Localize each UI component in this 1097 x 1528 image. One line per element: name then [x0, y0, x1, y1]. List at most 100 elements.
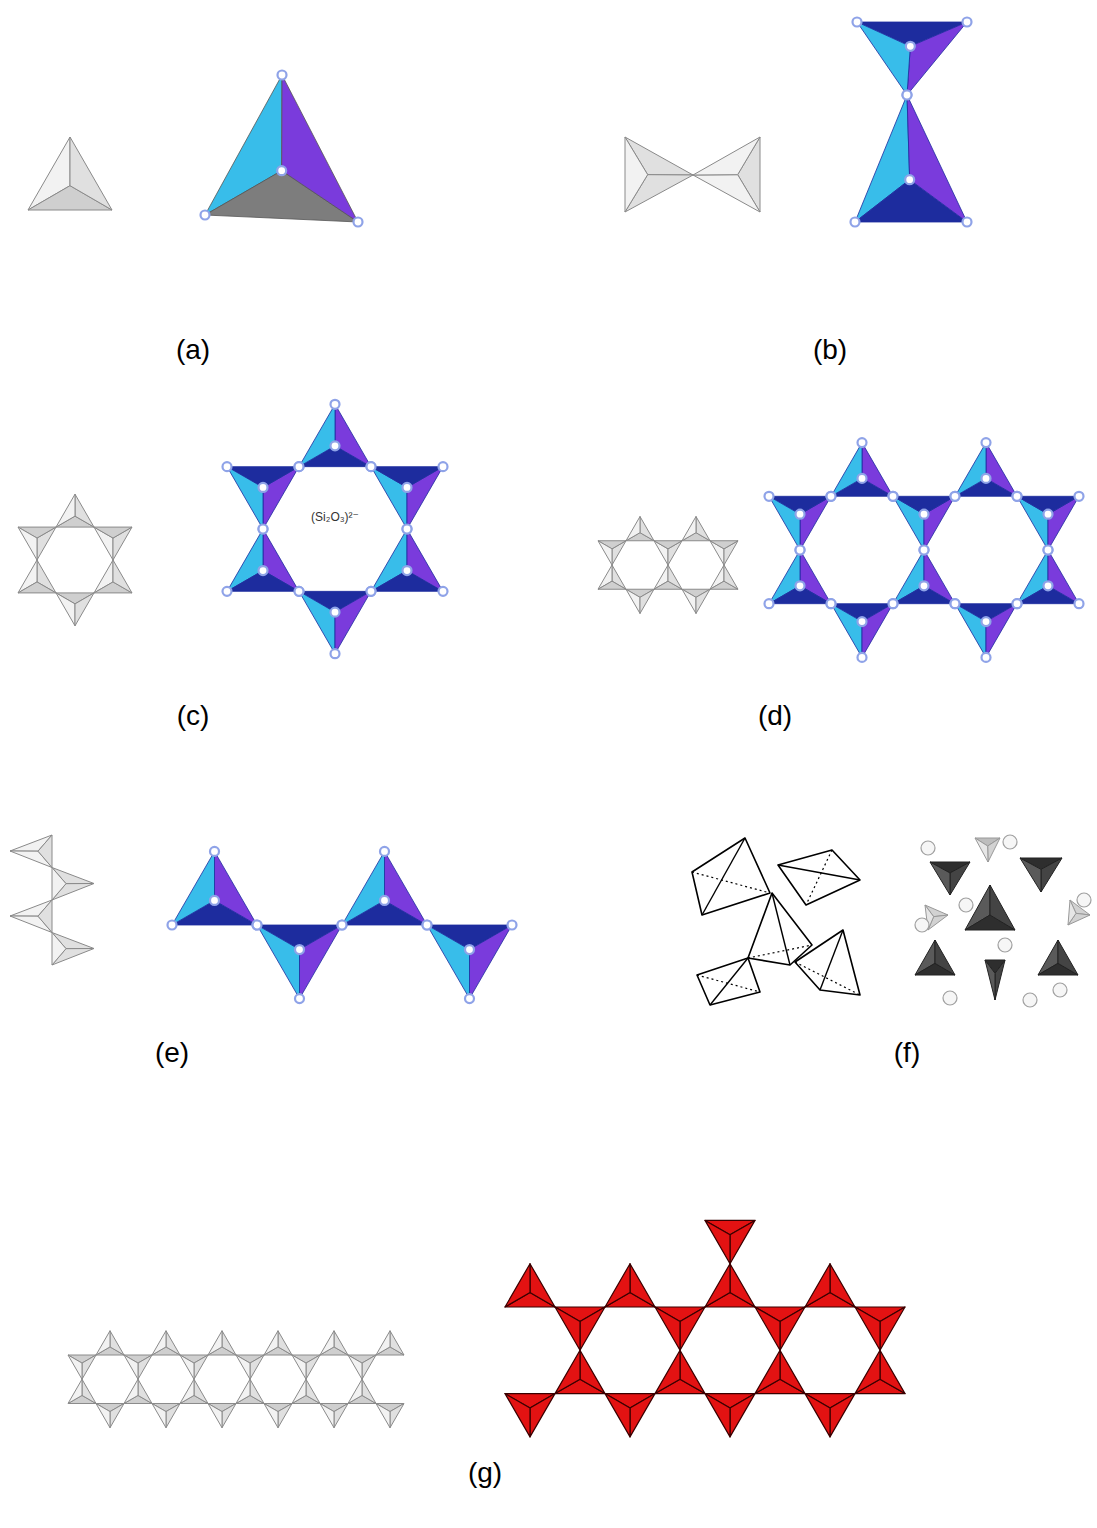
oxygen-atom: [380, 896, 389, 905]
tetrahedron-face: [236, 1355, 250, 1379]
tetrahedron-face: [705, 1394, 730, 1437]
oxygen-atom: [508, 921, 517, 930]
oxygen-atom: [423, 921, 432, 930]
tetrahedron-face: [38, 900, 52, 933]
oxygen-atom: [223, 587, 232, 596]
ring-silicate: [18, 400, 448, 658]
tetrahedron-face: [831, 604, 862, 658]
tetrahedron-face: [362, 1379, 376, 1403]
tetrahedron-face: [278, 1403, 292, 1427]
tetrahedron-face: [830, 1264, 855, 1307]
tetrahedron-face: [306, 1379, 320, 1403]
tetrahedron-face: [68, 1355, 82, 1379]
oxygen-atom: [982, 617, 991, 626]
tetrahedron-face: [990, 885, 1015, 930]
tetrahedron-face: [955, 604, 986, 658]
oxygen-atom: [982, 474, 991, 483]
oxygen-atom: [920, 510, 929, 519]
tetrahedron-face: [1058, 940, 1078, 975]
oxygen-atom: [765, 599, 774, 608]
tetrahedron-face: [985, 960, 995, 1000]
panel-label: (c): [177, 701, 210, 732]
oxygen-atom: [906, 42, 915, 51]
tetrahedron-face: [805, 1264, 830, 1307]
tetrahedron-face: [82, 1379, 96, 1403]
tetrahedron-face: [830, 1394, 855, 1437]
tetrahedron-face: [299, 591, 335, 653]
oxygen-atom: [1075, 492, 1084, 501]
tetrahedron-face: [138, 1355, 152, 1379]
tetrahedron-face: [930, 862, 950, 895]
tetrahedron-face: [857, 22, 910, 95]
oxygen-atom: [295, 587, 304, 596]
tetrahedron-face: [755, 1350, 780, 1393]
tetrahedron-face: [630, 1264, 655, 1307]
tetrahedron-face: [705, 1264, 730, 1307]
tetrahedron-face: [38, 835, 52, 868]
tetrahedron-face: [655, 1307, 680, 1350]
tetrahedron-face: [292, 1379, 306, 1403]
tetrahedron-face: [855, 1307, 880, 1350]
tetrahedron-face: [264, 1331, 278, 1355]
oxygen-atom: [403, 566, 412, 575]
oxygen-atom: [889, 492, 898, 501]
tetrahedron-face: [390, 1403, 404, 1427]
oxygen-ball: [1003, 835, 1017, 849]
tetrahedron-face: [300, 925, 343, 999]
tetrahedron-face: [208, 1331, 222, 1355]
formula-label: (Si₂O₃)²⁻: [311, 511, 359, 524]
tetrahedron-face: [1041, 858, 1062, 892]
tetrahedron-face: [626, 517, 640, 541]
oxygen-atom: [331, 400, 340, 409]
tetrahedron-face: [730, 1394, 755, 1437]
hidden-edge: [697, 975, 760, 992]
tetrahedron-outline: [748, 893, 812, 965]
tetrahedron-face: [222, 1403, 236, 1427]
oxygen-atom: [439, 462, 448, 471]
oxygen-atom: [354, 218, 363, 227]
tetrahedron-face: [342, 851, 385, 925]
oxygen-atom: [827, 599, 836, 608]
tetrahedron-face: [227, 467, 263, 529]
oxygen-atom: [367, 462, 376, 471]
tetrahedron-face: [335, 591, 371, 653]
oxygen-atom: [903, 91, 912, 100]
tetrahedron-face: [693, 137, 760, 175]
oxygen-atom: [796, 546, 805, 555]
oxygen-atom: [253, 921, 262, 930]
oxygen-atom: [796, 581, 805, 590]
oxygen-atom: [465, 945, 474, 954]
tetrahedron-face: [250, 1355, 264, 1379]
tetrahedron-face: [82, 1355, 96, 1379]
oxygen-atom: [331, 441, 340, 450]
tetrahedron-face: [805, 1394, 830, 1437]
tetrahedron-face: [986, 604, 1017, 658]
tetrahedron-face: [907, 22, 967, 95]
oxygen-atom: [858, 653, 867, 662]
tetrahedron-face: [18, 527, 37, 560]
oxygen-atom: [951, 492, 960, 501]
tetrahedron-outline: [778, 850, 860, 905]
oxygen-atom: [827, 492, 836, 501]
tetrahedron-face: [278, 1331, 292, 1355]
tetrahedron-face: [166, 1403, 180, 1427]
oxygen-atom: [259, 566, 268, 575]
tetrahedron-face: [831, 443, 862, 497]
oxygen-ball: [959, 898, 973, 912]
tetrahedron-face: [320, 1403, 334, 1427]
oxygen-ball: [915, 918, 929, 932]
tetrahedron-face: [94, 527, 132, 538]
tetrahedron-face: [555, 1307, 580, 1350]
tetrahedron-face: [385, 851, 428, 925]
oxygen-atom: [201, 211, 210, 220]
oxygen-atom: [858, 438, 867, 447]
oxygen-atom: [403, 525, 412, 534]
tetrahedron-face: [180, 1379, 194, 1403]
oxygen-atom: [920, 546, 929, 555]
panel-label: (d): [758, 701, 792, 732]
tetrahedron-face: [769, 496, 800, 550]
tetrahedron-face: [138, 1379, 152, 1403]
tetrahedron-face: [110, 1403, 124, 1427]
tetrahedron-outline: [692, 838, 770, 915]
